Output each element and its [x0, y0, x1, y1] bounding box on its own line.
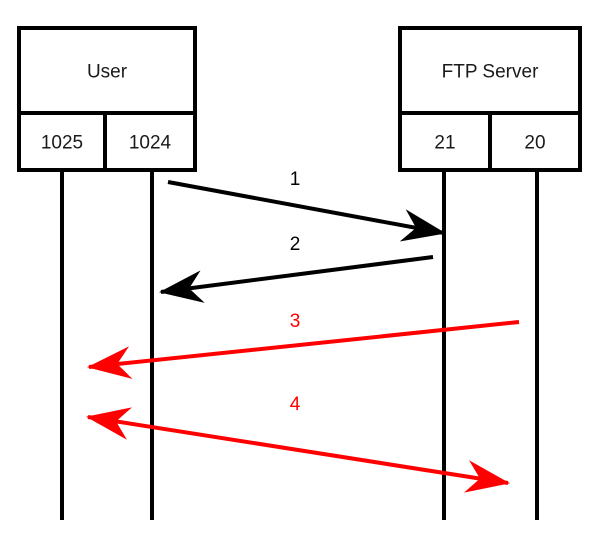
port-label-1024: 1024: [129, 133, 172, 154]
message-4[interactable]: 4: [86, 394, 510, 493]
message-3[interactable]: 3: [87, 311, 520, 379]
message-arrow-4: [86, 407, 510, 493]
message-2[interactable]: 2: [159, 234, 434, 303]
port-label-20: 20: [524, 133, 545, 154]
message-1[interactable]: 1: [167, 169, 446, 242]
nodes-group: User 1025 1024 FTP Server 21 20: [17, 26, 582, 172]
message-label-4: 4: [290, 394, 301, 415]
message-label-1: 1: [290, 169, 301, 190]
messages-group: 1 2 3 4: [86, 169, 520, 493]
node-user[interactable]: User 1025 1024: [17, 26, 197, 172]
message-label-2: 2: [290, 234, 301, 255]
node-user-title: User: [87, 62, 128, 83]
message-arrow-3: [87, 320, 520, 379]
port-label-21: 21: [434, 133, 455, 154]
message-label-3: 3: [290, 311, 301, 332]
node-ftp-server[interactable]: FTP Server 21 20: [398, 26, 582, 172]
node-ftp-server-title: FTP Server: [442, 62, 539, 83]
message-arrow-2: [159, 255, 434, 303]
port-label-1025: 1025: [41, 133, 83, 154]
message-arrow-1: [167, 180, 446, 242]
